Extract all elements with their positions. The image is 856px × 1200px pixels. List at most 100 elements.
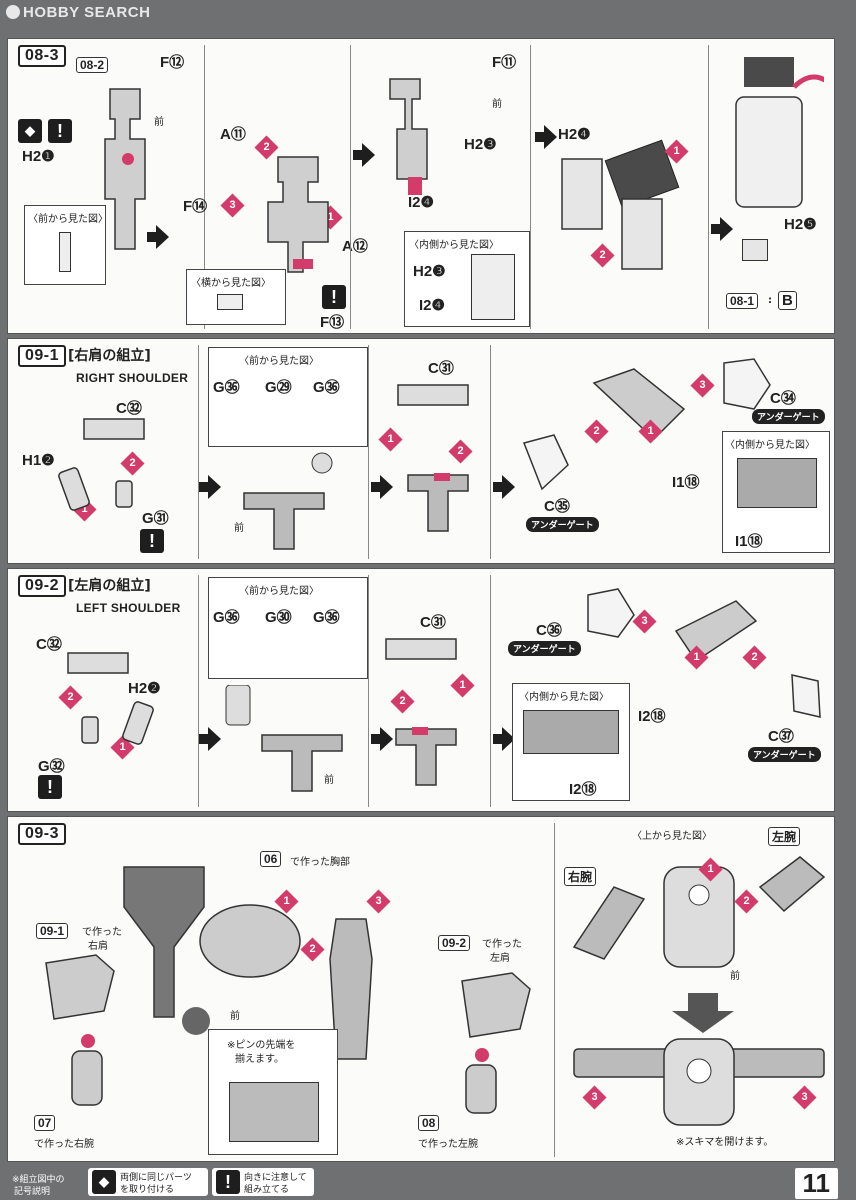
side-view-caption: 〈横から見た図〉: [191, 278, 271, 289]
section-subtitle: LEFT SHOULDER: [76, 601, 181, 615]
inside-view-box: 〈内側から見た図〉 I2⑱: [512, 683, 630, 801]
made-left-shoulder-caption: 左肩: [490, 953, 510, 964]
step-09-3-down-arrow-icon: [672, 993, 734, 1033]
side-view-box: 〈横から見た図〉: [186, 269, 286, 325]
label-h2-4: H2❹: [558, 126, 591, 143]
step-09-1-figure-parts: [58, 418, 145, 511]
watermark: HOBBY SEARCH: [6, 4, 150, 21]
step-09-3-chest-figure: [123, 866, 301, 1035]
step-num-1: 1: [698, 857, 723, 882]
caution-icon: !: [322, 285, 346, 309]
front-view-box: 〈前から見た図〉: [24, 205, 108, 285]
under-gate-badge: アンダーゲート: [508, 641, 581, 656]
step-num-1: 1: [274, 889, 299, 914]
ref-06: 06: [260, 851, 282, 867]
inside-view-box: 〈内側から見た図〉 H2❸ I2❹: [404, 231, 530, 327]
label-f12: F⑫: [160, 54, 185, 71]
step-num-2: 2: [584, 419, 609, 444]
part-illustration: [523, 710, 619, 754]
inside-view-caption: 〈内側から見た図〉: [725, 440, 815, 451]
step-09-3-right-shoulder-figure: [45, 954, 115, 1106]
label-f13: F⑬: [320, 314, 345, 331]
step-09-1-figure-frame: [243, 452, 333, 550]
step-num-2: 2: [590, 243, 615, 268]
label-g30: G㉚: [265, 609, 292, 626]
caution-icon: !: [140, 529, 164, 553]
front-view-caption: 〈前から見た図〉: [28, 214, 108, 225]
step-number: 08-3: [18, 45, 67, 67]
label-h2-1: H2❶: [22, 148, 55, 165]
label-h2-5: H2❺: [784, 216, 817, 233]
label-a12: A⑫: [342, 238, 368, 255]
orientation-legend: ! 向きに注意して 組み立てる: [212, 1168, 314, 1196]
label-front: 前: [492, 99, 502, 110]
front-view-caption: 〈前から見た図〉: [239, 586, 319, 597]
step-09-1-figure-cover: [397, 384, 469, 532]
made-right-arm-caption: で作った右腕: [34, 1139, 94, 1150]
step-num-1: 1: [378, 427, 403, 452]
step-09-2-figure-frame: [225, 685, 343, 792]
step-08-3-figure-leg-complete: [735, 57, 824, 208]
label-g36: G㊱: [313, 609, 340, 626]
flow-arrow: [493, 727, 515, 751]
label-g31: G㉛: [142, 510, 169, 527]
gap-note: ※スキマを開けます。: [676, 1137, 774, 1148]
flow-arrow: [371, 475, 393, 499]
step-number: 09-3: [18, 823, 67, 845]
label-c32: C㉜: [116, 400, 142, 417]
step-num-3: 3: [632, 609, 657, 634]
step-num-1: 1: [638, 419, 663, 444]
step-num-3: 3: [582, 1085, 607, 1110]
pin-note-box: ※ピンの先端を 揃えます。: [208, 1029, 338, 1155]
flow-arrow: [199, 727, 221, 751]
orientation-text: 組み立てる: [244, 1185, 290, 1195]
label-c31: C㉛: [428, 360, 454, 377]
made-left-shoulder-caption: で作った: [482, 939, 522, 950]
label-c35: C㉟: [544, 498, 570, 515]
step-09-2-figure-parts: [67, 652, 154, 745]
label-front: 前: [230, 1011, 240, 1022]
label-h1-2: H1❷: [22, 452, 55, 469]
flow-arrow: [711, 217, 733, 241]
step-08-3-figure-leg: [389, 78, 428, 195]
label-front: 前: [730, 971, 740, 982]
label-front: 前: [154, 117, 164, 128]
step-num-3: 3: [792, 1085, 817, 1110]
inside-view-box: 〈内側から見た図〉 I1⑱: [722, 431, 830, 553]
front-view-box: 〈前から見た図〉 G㊱ G㉙ G㊱: [208, 347, 368, 447]
section-title: [左肩の組立]: [68, 578, 151, 594]
label-g36: G㊱: [313, 379, 340, 396]
step-08-3-figure-torso: [104, 88, 146, 250]
under-gate-badge: アンダーゲート: [748, 747, 821, 762]
divider: [490, 345, 491, 559]
divider: [554, 823, 555, 1157]
both-sides-text: 両側に同じパーツ: [120, 1173, 192, 1183]
step-num-2: 2: [448, 439, 473, 464]
label-i1-18: I1⑱: [735, 533, 763, 550]
flow-arrow: [147, 225, 169, 249]
label-c32: C㉜: [36, 636, 62, 653]
ref-08-1: 08-1: [726, 293, 759, 309]
label-h2-3: H2❸: [464, 136, 497, 153]
part-illustration: [229, 1082, 319, 1142]
divider: [350, 45, 351, 329]
part-illustration: [737, 458, 817, 508]
top-view-caption: 〈上から見た図〉: [632, 831, 712, 842]
label-g29: G㉙: [265, 379, 292, 396]
made-chest-caption: で作った胸部: [290, 857, 350, 868]
page-number: 11: [794, 1168, 838, 1199]
ref-09-2: 09-2: [438, 935, 471, 951]
step-09-3-left-shoulder-figure: [461, 972, 531, 1114]
step-09-3-assembled-figure: [573, 1038, 825, 1126]
part-illustration: [59, 232, 71, 272]
front-view-box: 〈前から見た図〉 G㊱ G㉚ G㊱: [208, 577, 368, 679]
step-num-1: 1: [684, 645, 709, 670]
label-c36: C㊱: [536, 622, 562, 639]
watermark-text: HOBBY SEARCH: [23, 4, 151, 21]
step-num-3: 3: [366, 889, 391, 914]
inside-view-caption: 〈内側から見た図〉: [519, 692, 609, 703]
caution-icon: !: [38, 775, 62, 799]
section-title: [右肩の組立]: [68, 348, 151, 364]
colon: :: [768, 295, 772, 306]
divider: [708, 45, 709, 329]
